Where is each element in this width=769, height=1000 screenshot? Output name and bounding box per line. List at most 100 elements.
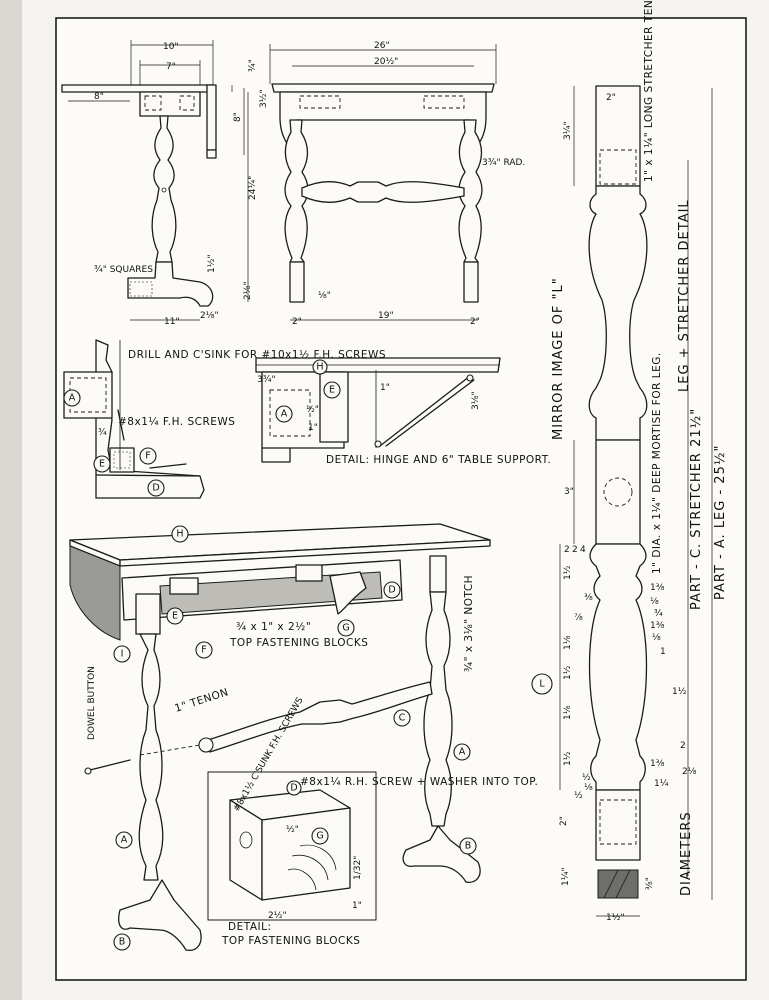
part-label-hinge-H: H xyxy=(316,362,323,373)
left-stack-0: 4 xyxy=(580,545,586,555)
right-stack-9: 2⅛ xyxy=(682,767,697,777)
dim-block-d: 1" xyxy=(352,901,362,911)
dim-front-radius: 3¾" RAD. xyxy=(482,158,525,168)
part-c-note: PART - C. STRETCHER 21½" xyxy=(689,408,704,610)
label-notch: ¾" x 3⅛" NOTCH xyxy=(463,575,475,672)
left-stack-10: ½ xyxy=(582,773,591,783)
right-stack-0: 1⅜ xyxy=(650,583,665,593)
dim-side-foot: 11" xyxy=(164,317,180,327)
leg-lower-len: 2" xyxy=(559,816,569,826)
dim-side-overhang: 8" xyxy=(94,92,104,102)
part-a-note: PART - A. LEG - 25½" xyxy=(713,445,728,600)
dim-side-foot-side: 2⅛" xyxy=(200,311,219,321)
mortise-note: 1" DIA. x 1¼" DEEP MORTISE FOR LEG. xyxy=(651,352,663,574)
left-stack-9: 1½ xyxy=(563,751,573,766)
dim-block-w: 2½" xyxy=(268,911,287,921)
leg-top-len: 3¼" xyxy=(563,121,573,140)
blocks-caption-1: DETAIL: xyxy=(228,921,272,933)
dim-side-inner: 7" xyxy=(166,62,176,72)
stretcher-tenon-note: 1" x 1¼" LONG STRETCHER TENON-BOTH ENDS. xyxy=(643,0,655,182)
left-stack-4: ⅜ xyxy=(584,593,593,603)
dim-side-height-ext: 8" xyxy=(233,112,243,122)
part-label-asm-D: D xyxy=(388,585,395,596)
right-stack-8: 2 xyxy=(680,741,686,751)
right-dim-stack: 1⅜ ⅛ ¾ 1⅜ ⅛ 1 1½ 1⅜ 2 2⅛ 1¼ xyxy=(650,583,697,789)
dim-front-foot-h: ⅛" xyxy=(318,291,331,301)
dim-side-base-h: 2⅛" xyxy=(243,281,253,300)
left-dim-stack: 4 2 2 1½ ⅜ ⅞ 1⅛ 1½ 1⅛ 1½ ½ ⅛ ½ xyxy=(563,545,593,801)
leg-bottom-h: 1¼" xyxy=(561,867,571,886)
part-label-asm-A1: A xyxy=(121,835,128,846)
dim-side-square-h: 1½" xyxy=(207,254,217,273)
dim-hinge-d5: ½" xyxy=(306,405,319,415)
dim-block-h: ½" xyxy=(286,825,299,835)
part-label-block-D: D xyxy=(290,783,297,794)
leg-L-marker: L xyxy=(539,679,545,690)
dim-side-leg-height: 24¼" xyxy=(248,176,258,200)
dim-side-top: 10" xyxy=(163,42,179,52)
leg-foot-dim: ⅜" xyxy=(645,877,655,890)
leg-mortise-dim: 3" xyxy=(564,487,574,497)
part-label-drill-F: F xyxy=(145,451,150,462)
part-label-asm-E: E xyxy=(172,611,178,622)
dim-hinge-d2: 3⅛" xyxy=(471,391,481,410)
part-label-block-G: G xyxy=(316,831,323,842)
dim-hinge-d3: 3¾" xyxy=(257,375,276,385)
part-label-drill-A: A xyxy=(69,393,76,404)
dim-side-top-thick: ¾" xyxy=(248,59,258,72)
front-view: 26" 20½" 3¾" RAD. 2" 19" 2" ⅛" xyxy=(269,41,525,327)
right-stack-1: ⅛ xyxy=(650,597,659,607)
label-fastening-blocks: ¾ x 1" x 2½" xyxy=(236,621,311,633)
right-stack-5: 1 xyxy=(660,647,666,657)
dim-front-leg-left: 2" xyxy=(292,317,302,327)
side-view: 10" 7" 8" ¾" SQUARES 11" 2⅛" ¾" 8" 3½" 2… xyxy=(61,40,269,327)
note-fh-screws: #8x1¼ F.H. SCREWS xyxy=(118,416,235,428)
dim-front-leg-right: 2" xyxy=(470,317,480,327)
right-stack-3: 1⅜ xyxy=(650,621,665,631)
right-stack-7: 1⅜ xyxy=(650,759,665,769)
part-label-asm-C: C xyxy=(399,713,406,724)
dim-drill: ¾ xyxy=(98,428,107,438)
label-dowel: DOWEL BUTTON xyxy=(87,666,97,740)
right-stack-4: ⅛ xyxy=(652,633,661,643)
left-stack-7: 1½ xyxy=(563,665,573,680)
part-label-asm-B2: B xyxy=(465,841,472,852)
right-stack-10: 1¼ xyxy=(654,779,669,789)
left-stack-2: 2 xyxy=(564,545,570,555)
left-stack-3: 1½ xyxy=(563,565,573,580)
left-stack-12: ½ xyxy=(574,791,583,801)
dim-hinge-d1: 1" xyxy=(380,383,390,393)
dim-hinge-d4: 1" xyxy=(308,423,318,433)
left-stack-11: ⅛ xyxy=(584,783,593,793)
dim-front-inner: 20½" xyxy=(374,57,398,67)
mirror-note: MIRROR IMAGE OF "L" xyxy=(551,277,566,440)
dim-front-overall: 26" xyxy=(374,41,390,51)
hinge-caption: DETAIL: HINGE AND 6" TABLE SUPPORT. xyxy=(326,454,551,466)
left-stack-8: 1⅛ xyxy=(563,705,573,720)
assembly-view: ¾ x 1" x 2½" TOP FASTENING BLOCKS ¾" x 3… xyxy=(69,523,491,951)
part-label-drill-E: E xyxy=(99,459,105,470)
part-label-asm-H: H xyxy=(176,529,183,540)
dim-side-apron: 3½" xyxy=(259,89,269,108)
left-stack-6: 1⅛ xyxy=(563,635,573,650)
dim-block-t: 1/32" xyxy=(353,856,363,880)
part-label-hinge-E: E xyxy=(329,385,335,396)
right-stack-2: ¾ xyxy=(654,609,663,619)
left-stack-1: 2 xyxy=(572,545,578,555)
part-label-asm-I: I xyxy=(121,649,124,660)
part-label-asm-B1: B xyxy=(119,937,126,948)
part-label-asm-A2: A xyxy=(459,747,466,758)
part-label-drill-D: D xyxy=(152,483,159,494)
diameters-label: DIAMETERS xyxy=(679,811,694,896)
leg-top-dim: 2" xyxy=(606,93,616,103)
dim-front-leg-span: 19" xyxy=(378,311,394,321)
right-stack-6: 1½ xyxy=(672,687,687,697)
leg-detail: 2" 3¼" 3" L 2" 1¼" 1½" ⅜" 4 2 2 1½ xyxy=(531,0,728,923)
left-stack-5: ⅞ xyxy=(574,613,583,623)
note-rh-screw: #8x1¼ R.H. SCREW + WASHER INTO TOP. xyxy=(300,776,538,788)
label-fastening-blocks-2: TOP FASTENING BLOCKS xyxy=(229,637,368,649)
part-label-asm-F: F xyxy=(201,645,206,656)
side-squares-label: ¾" SQUARES xyxy=(94,265,153,275)
